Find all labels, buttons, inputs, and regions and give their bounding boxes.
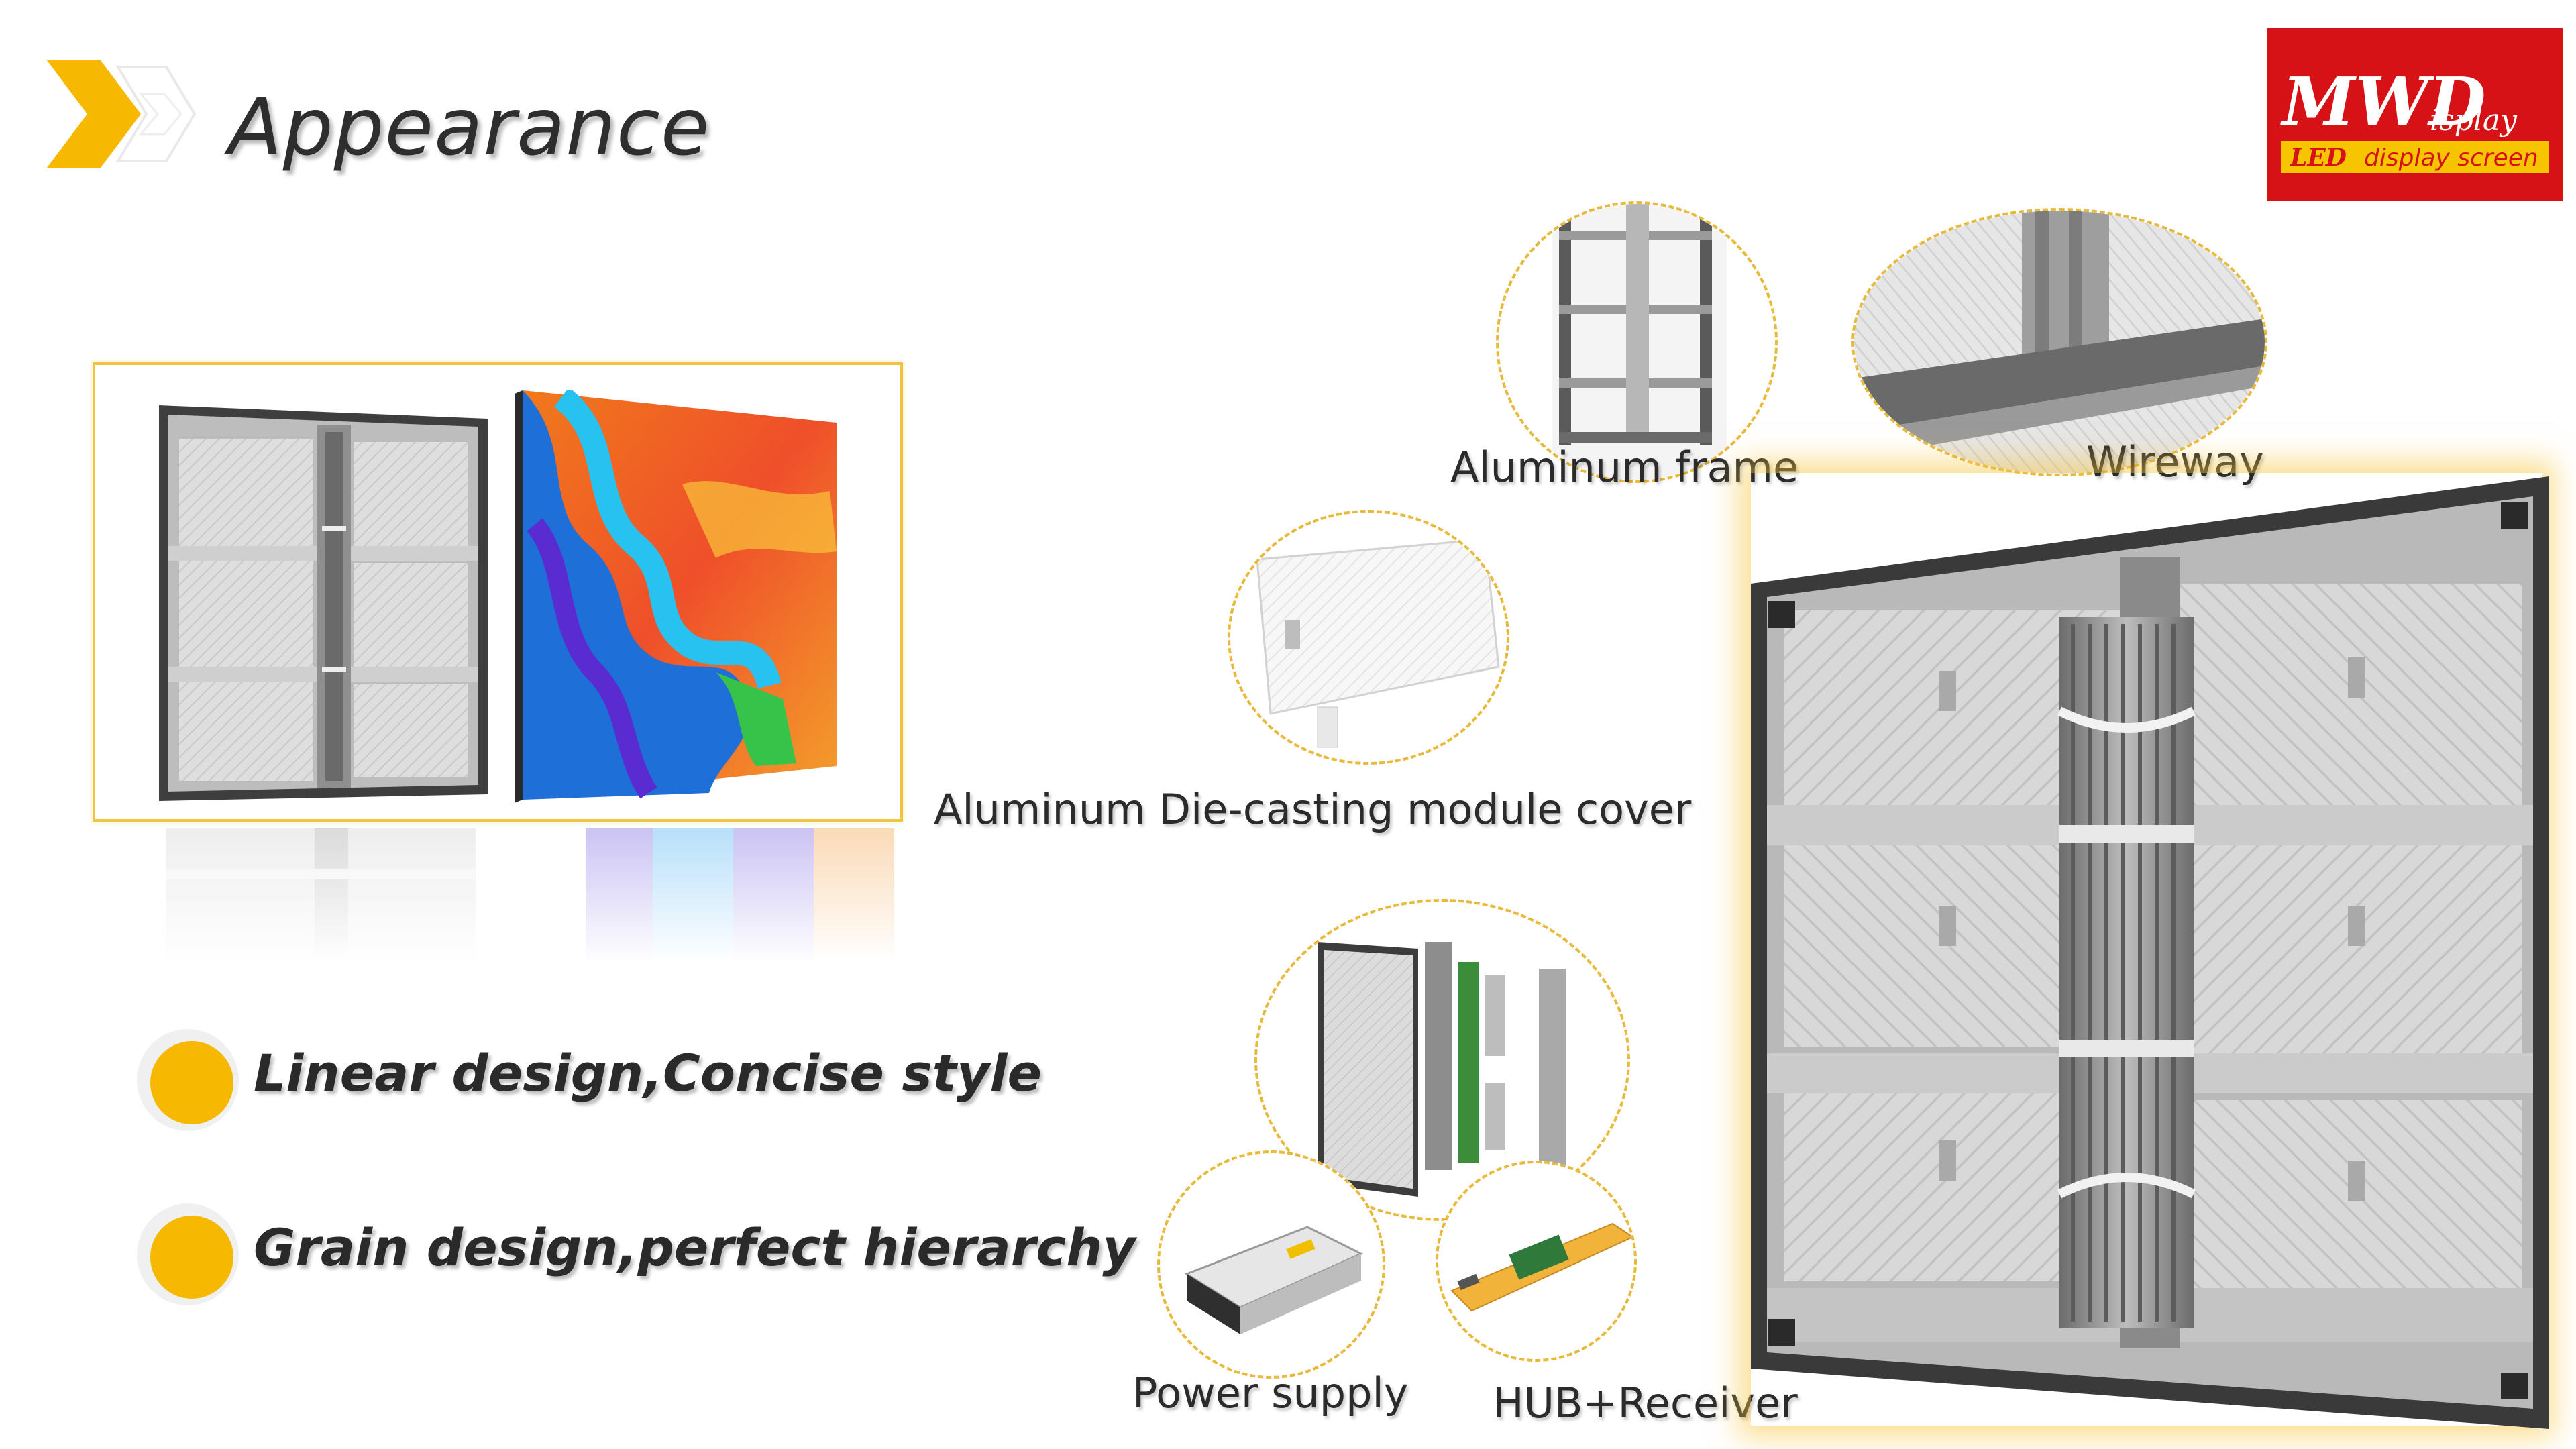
label-wireway: Wireway xyxy=(2086,437,2264,486)
hub-receiver-callout xyxy=(1436,1161,1637,1362)
label-aluminum-frame: Aluminum frame xyxy=(1450,443,1799,492)
label-module-cover: Aluminum Die-casting module cover xyxy=(934,785,1692,834)
logo-tag-bold: LED xyxy=(2290,144,2347,172)
cabinet-front-image xyxy=(515,390,837,803)
wireway-callout xyxy=(1851,208,2267,476)
yellow-dot-icon xyxy=(137,1029,239,1131)
exploded-cabinet-image xyxy=(1318,942,1566,1197)
large-cabinet-image xyxy=(1751,476,2549,1429)
logo-tag-bar xyxy=(2281,141,2549,173)
chevron-logo-icon xyxy=(47,60,197,168)
logo-tag-rest: display screen xyxy=(2363,144,2538,172)
yellow-dot-icon xyxy=(137,1203,239,1305)
cabinet-back-image xyxy=(159,405,488,801)
aluminum-frame-image xyxy=(1552,204,1727,480)
logo-brand-small: isplay xyxy=(2430,103,2517,138)
label-hub-receiver: HUB+Receiver xyxy=(1493,1379,1798,1428)
reflection-image xyxy=(166,828,894,963)
wireway-image xyxy=(1854,211,2265,474)
power-supply-callout xyxy=(1157,1150,1385,1379)
product-reflection xyxy=(93,828,903,963)
feature-grain-design: Grain design,perfect hierarchy xyxy=(254,1218,1136,1277)
feature-linear-design: Linear design,Concise style xyxy=(254,1043,1042,1103)
hub-receiver-image xyxy=(1450,1222,1634,1312)
module-cover-callout xyxy=(1228,510,1509,765)
logo-brand-big: MWD xyxy=(2282,64,2486,141)
module-cover-image xyxy=(1256,538,1500,748)
logo-tagline: LED display screen xyxy=(2290,144,2538,172)
page-title: Appearance xyxy=(228,80,710,173)
power-supply-image xyxy=(1184,1226,1364,1334)
brand-logo: MWD isplay LED display screen xyxy=(2267,28,2563,201)
product-photo-frame xyxy=(93,362,903,822)
aluminum-frame-callout xyxy=(1496,201,1778,483)
label-power-supply: Power supply xyxy=(1132,1368,1409,1417)
